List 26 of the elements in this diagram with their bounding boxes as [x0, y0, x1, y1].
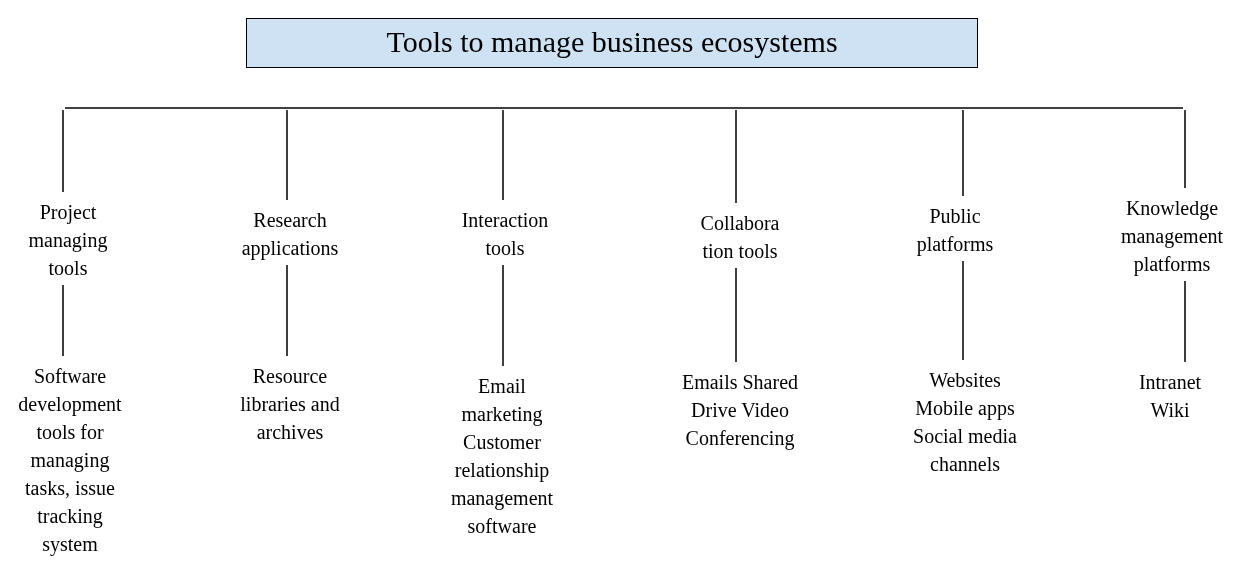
connector-line — [286, 109, 288, 201]
item-list-text: Emails Shared Drive Video Conferencing — [680, 370, 800, 452]
item-list-text: Resource libraries and archives — [240, 364, 340, 445]
category-label: Public platforms — [915, 204, 995, 258]
item-list-text: Websites Mobile apps Social media channels — [912, 368, 1018, 477]
connector-line — [502, 264, 504, 367]
connector-line — [735, 109, 737, 204]
connector-line — [62, 109, 64, 193]
connector-line — [502, 109, 504, 201]
item-list-text: Intranet Wiki — [1137, 370, 1203, 423]
connector-line — [735, 267, 737, 363]
category-label: Research applications — [240, 208, 340, 262]
category-label: Knowledge management platforms — [1119, 196, 1225, 278]
item-list-text: Software development tools for managing tasks, issue tracking system — [17, 364, 123, 558]
connector-line — [1184, 109, 1186, 189]
connector-line — [962, 109, 964, 197]
category-label: Project managing tools — [27, 200, 109, 281]
connector-line — [962, 260, 964, 361]
connector-line — [1184, 280, 1186, 363]
connector-line — [286, 264, 288, 357]
title-box — [246, 18, 978, 68]
connector-line — [62, 284, 64, 357]
item-list-text: Email marketing Customer relationship management software — [449, 374, 555, 539]
category-label: Interaction tools — [460, 208, 550, 261]
category-label: Collabora tion tools — [699, 211, 781, 264]
title-text: Tools to manage business ecosystems — [386, 24, 838, 60]
